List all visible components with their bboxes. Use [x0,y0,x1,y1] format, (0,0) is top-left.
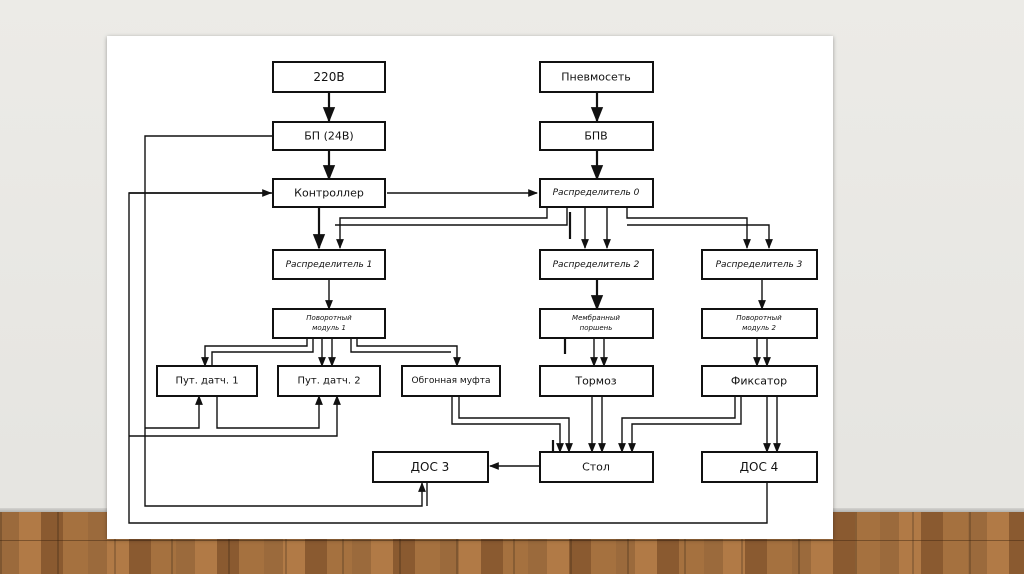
block-membrane-piston-label-a: Мембранный [572,314,620,322]
block-220v-label: 220В [313,70,344,84]
line-d0-bus-b [335,207,568,226]
block-path-sensor-1: Пут. датч. 1 [156,365,258,397]
block-path-sensor-2: Пут. датч. 2 [277,365,381,397]
block-overrunning-clutch: Обгонная муфта [401,365,501,397]
block-rotary-module-1-label-b: модуль 1 [312,324,346,332]
block-distributor-3: Распределитель 3 [701,249,818,280]
block-dos-4: ДОС 4 [701,451,818,483]
block-fixator: Фиксатор [701,365,818,397]
block-membrane-piston: Мембранный поршень [539,308,654,339]
block-distributor-2: Распределитель 2 [539,249,654,280]
block-bp-24v: БП (24В) [272,121,386,151]
block-overrunning-clutch-label: Обгонная муфта [412,376,491,386]
block-path-sensor-2-label: Пут. датч. 2 [297,376,360,387]
block-rotary-module-2: Поворотный модуль 2 [701,308,818,339]
line-fb-ps2 [129,395,341,437]
block-dos-3: ДОС 3 [372,451,489,483]
block-fixator-label: Фиксатор [731,375,787,388]
block-distributor-1: Распределитель 1 [272,249,386,280]
block-distributor-0-label: Распределитель 0 [553,188,640,198]
block-table: Стол [539,451,654,483]
block-distributor-3-label: Распределитель 3 [716,260,803,270]
slide-canvas: 220В Пневмосеть БП (24В) БПВ Контроллер … [107,36,833,539]
block-diagram: 220В Пневмосеть БП (24В) БПВ Контроллер … [128,61,818,524]
block-distributor-2-label: Распределитель 2 [553,260,640,270]
block-distributor-1-label: Распределитель 1 [286,260,373,270]
block-pneumonet: Пневмосеть [539,61,654,93]
line-clutch-table-a [451,396,564,453]
line-clutch-table-b [458,396,573,453]
floor-seam [0,540,1024,541]
block-controller-label: Контроллер [294,187,364,200]
block-dos-3-label: ДОС 3 [411,460,450,474]
line-rm1-clutch [356,338,461,367]
line-fix-table-a [618,396,736,453]
block-220v: 220В [272,61,386,93]
block-table-label: Стол [582,461,610,474]
line-fb-ps-link [216,395,323,429]
block-distributor-0: Распределитель 0 [539,178,654,208]
line-fb-ps1 [145,395,203,429]
connection-lines [128,92,781,524]
line-rm1-ps1-b [211,338,314,366]
line-fix-table-b [628,396,742,453]
block-rotary-module-2-label-a: Поворотный [736,314,782,322]
block-rotary-module-2-label-b: модуль 2 [742,324,776,332]
block-dos-4-label: ДОС 4 [740,460,779,474]
block-pneumonet-label: Пневмосеть [561,71,630,84]
line-rm1-clutch-b [350,338,451,353]
block-rotary-module-1: Поворотный модуль 1 [272,308,386,339]
block-path-sensor-1-label: Пут. датч. 1 [175,376,238,387]
line-rm1-ps1 [201,338,308,367]
line-d0-d3-a [626,207,751,249]
line-d0-d1 [336,207,548,249]
block-rotary-module-1-label-a: Поворотный [306,314,352,322]
block-bp-24v-label: БП (24В) [304,130,353,143]
block-brake: Тормоз [539,365,654,397]
block-bpv-label: БПВ [584,130,607,143]
line-bp-feedback [144,135,426,507]
block-bpv: БПВ [539,121,654,151]
block-controller: Контроллер [272,178,386,208]
block-brake-label: Тормоз [574,375,616,388]
block-membrane-piston-label-b: поршень [580,324,613,332]
line-d0-d3-b [627,224,773,249]
